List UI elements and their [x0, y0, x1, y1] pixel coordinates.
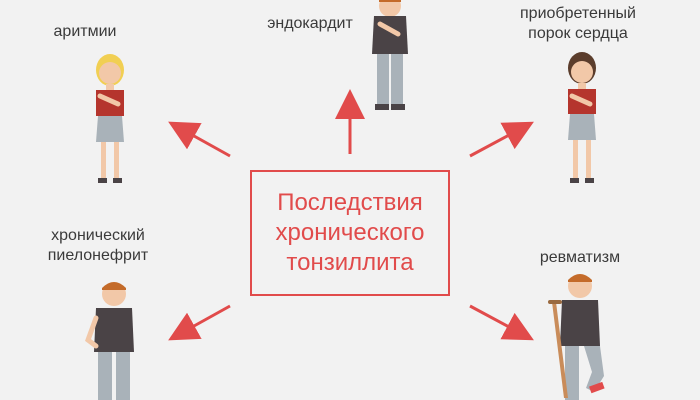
- label-arrhythmia: аритмии: [53, 23, 117, 40]
- person-icon-endocarditis: [372, 0, 408, 110]
- arrow-to-pyelonephritis: [168, 304, 231, 341]
- label-pyelonephritis: хронический пиелонефрит: [47, 227, 149, 264]
- label-rheumatism: ревматизм: [539, 249, 621, 266]
- arrow-to-rheumatism: [469, 304, 534, 341]
- center-title: Последствия хронического тонзиллита: [275, 189, 425, 276]
- crutch-icon: [548, 300, 568, 398]
- person-icon-arrhythmia: [96, 54, 124, 183]
- center-box: Последствия хронического тонзиллита: [250, 170, 450, 296]
- label-endocarditis: эндокардит: [267, 15, 353, 32]
- person-icon-rheumatism: [560, 274, 605, 400]
- arrow-to-arrhythmia: [168, 121, 231, 158]
- label-heart-defect: приобретенный порок сердца: [520, 5, 636, 42]
- person-icon-pyelonephritis: [85, 282, 134, 400]
- person-icon-heart-defect: [568, 52, 596, 183]
- arrow-to-heart-defect: [469, 121, 534, 158]
